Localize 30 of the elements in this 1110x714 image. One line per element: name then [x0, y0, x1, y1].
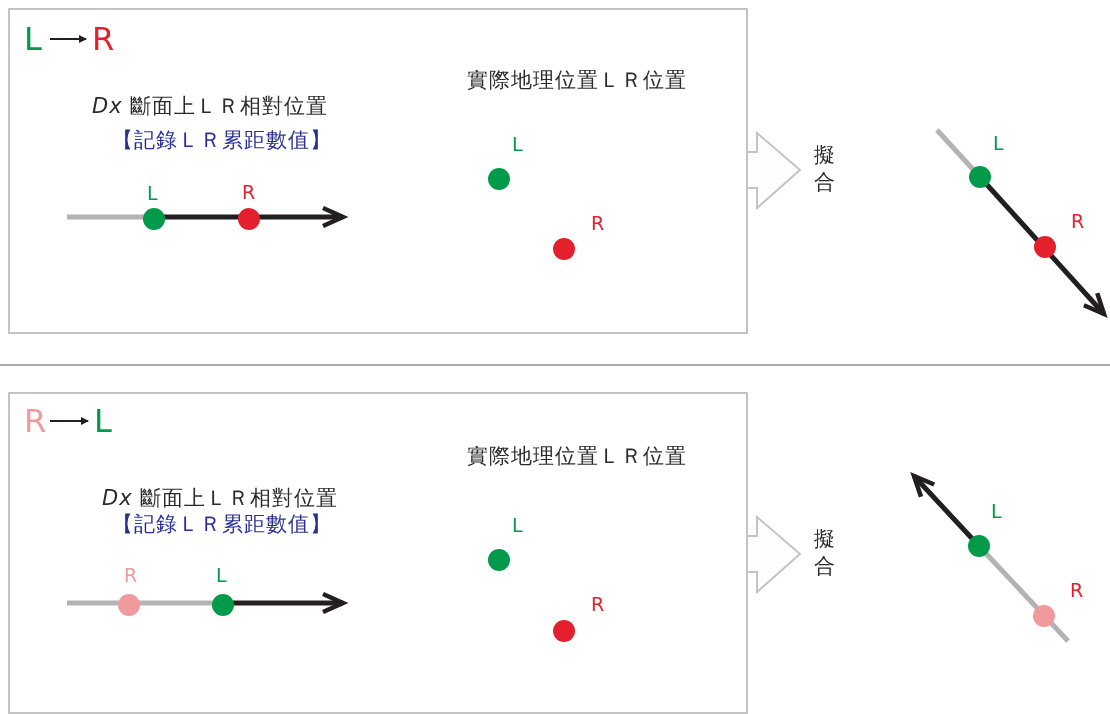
hollow-arrow: [747, 130, 802, 211]
point-label: R: [591, 213, 605, 233]
panel-frame: [8, 392, 748, 714]
caption-text: Dx 斷面上ＬＲ相對位置: [102, 485, 339, 512]
arrow: [49, 417, 89, 425]
caption-text: 【記錄ＬＲ累距數值】: [112, 127, 332, 154]
caption-text: 【記錄ＬＲ累距數值】: [112, 511, 332, 538]
edge-label: 擬合: [814, 142, 836, 196]
point-label: L: [512, 134, 523, 154]
point-label: R: [1071, 211, 1085, 231]
point-label: L: [216, 565, 227, 585]
arrow: [49, 35, 87, 43]
heading-letter: L: [24, 22, 48, 56]
heading-letter: R: [92, 22, 116, 56]
point-label: R: [124, 565, 138, 585]
heading-letter: L: [94, 404, 118, 438]
caption-text: 實際地理位置ＬＲ位置: [467, 443, 687, 470]
panel-frame: [8, 8, 748, 334]
caption-text: Dx 斷面上ＬＲ相對位置: [92, 93, 329, 120]
caption-text: 實際地理位置ＬＲ位置: [467, 67, 687, 94]
point-label: L: [993, 133, 1004, 153]
point-label: L: [147, 183, 158, 203]
hollow-arrow: [747, 514, 802, 595]
heading-letter: R: [24, 404, 48, 438]
point-label: L: [991, 501, 1002, 521]
point-label: R: [1070, 580, 1084, 600]
point-label: L: [512, 515, 523, 535]
edge-label: 擬合: [814, 526, 836, 580]
point-label: R: [591, 594, 605, 614]
point-label: R: [242, 182, 256, 202]
